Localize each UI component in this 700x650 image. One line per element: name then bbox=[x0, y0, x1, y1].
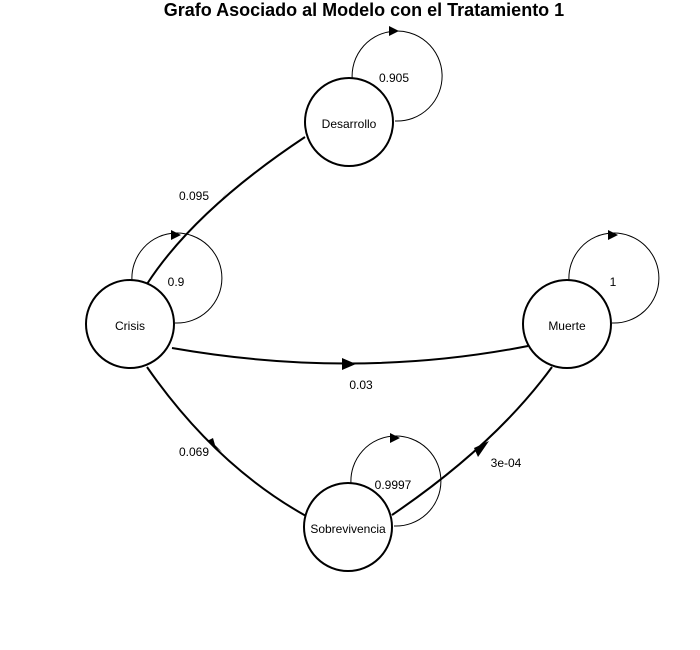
label-muerte-muerte: 1 bbox=[610, 275, 617, 289]
node-crisis: Crisis bbox=[85, 279, 175, 369]
label-crisis-muerte: 0.03 bbox=[349, 378, 373, 392]
graph-title: Grafo Asociado al Modelo con el Tratamie… bbox=[164, 0, 564, 20]
loop-sobrevivencia bbox=[350, 433, 442, 527]
label-crisis-sobrevivencia: 0.069 bbox=[179, 445, 209, 459]
node-crisis-label: Crisis bbox=[115, 319, 145, 333]
node-desarrollo: Desarrollo bbox=[304, 77, 394, 167]
node-desarrollo-label: Desarrollo bbox=[322, 117, 377, 131]
edge-sobrevivencia-to-muerte bbox=[391, 366, 553, 516]
label-desarrollo-crisis: 0.095 bbox=[179, 189, 209, 203]
node-muerte: Muerte bbox=[522, 279, 612, 369]
node-sobrevivencia-label: Sobrevivencia bbox=[310, 522, 386, 536]
node-sobrevivencia: Sobrevivencia bbox=[303, 482, 393, 572]
edge-crisis-to-muerte bbox=[171, 345, 529, 370]
loop-crisis bbox=[131, 230, 223, 324]
label-crisis-crisis: 0.9 bbox=[168, 275, 185, 289]
label-desarrollo-desarrollo: 0.905 bbox=[379, 71, 409, 85]
loop-muerte bbox=[568, 230, 660, 324]
label-sobrevivencia-sobrevivencia: 0.9997 bbox=[375, 478, 412, 492]
label-sobrevivencia-muerte: 3e-04 bbox=[491, 456, 522, 470]
edge-crisis-to-sobrevivencia bbox=[146, 366, 307, 517]
node-muerte-label: Muerte bbox=[548, 319, 586, 333]
loop-desarrollo bbox=[351, 26, 443, 122]
edge-desarrollo-to-crisis bbox=[146, 136, 306, 285]
